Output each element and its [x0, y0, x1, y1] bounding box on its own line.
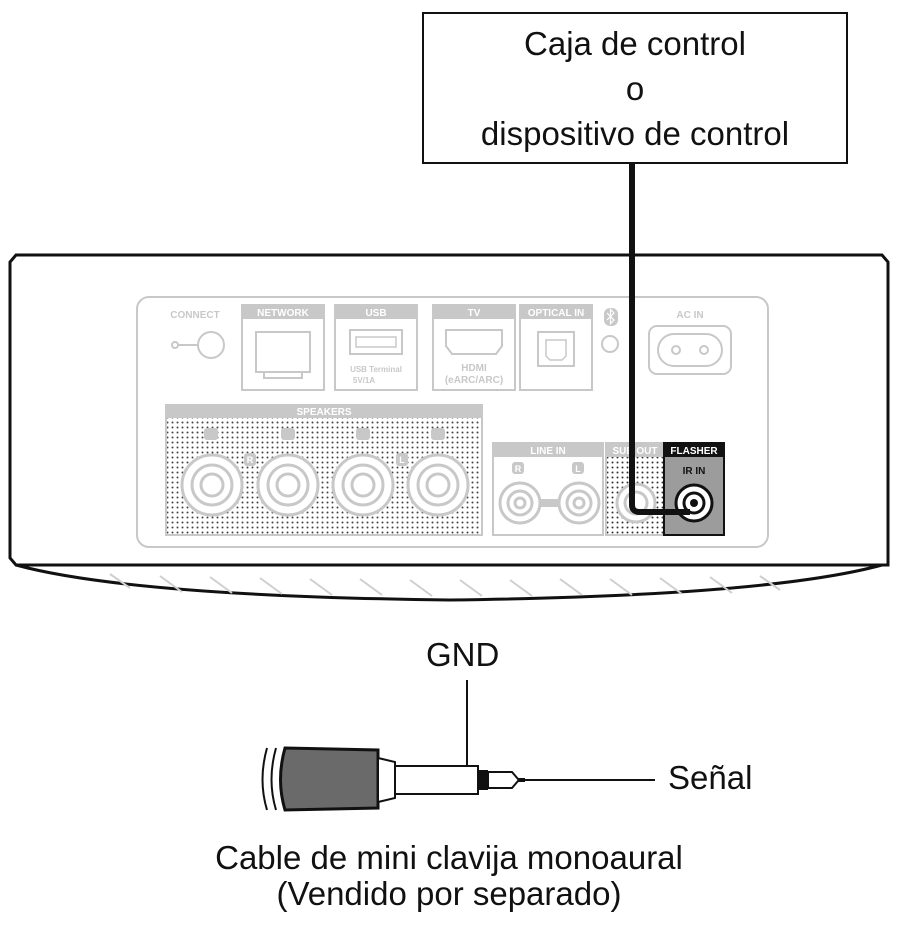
network-port: NETWORK [241, 304, 325, 391]
bluetooth-icon [601, 308, 619, 353]
cable-caption-line2: (Vendido por separado) [276, 875, 622, 912]
line-in-ports: LINE IN R L [492, 442, 604, 536]
ir-in-port: FLASHER IR IN [663, 442, 725, 536]
ac-in-port: AC IN [648, 310, 732, 375]
flasher-label: FLASHER [670, 446, 718, 457]
rear-panel [136, 296, 769, 548]
usb-label: USB [365, 308, 386, 319]
speaker-l-label: L [399, 455, 405, 465]
connect-button: CONNECT [170, 310, 225, 359]
connect-label: CONNECT [170, 310, 219, 321]
hdmi-port: TV HDMI (eARC/ARC) [432, 304, 516, 391]
usb-rating-label: 5V/1A [353, 376, 375, 385]
mini-plug [261, 680, 655, 812]
line-in-l-label: L [575, 464, 581, 474]
gnd-label: GND [426, 636, 500, 673]
hdmi-label: HDMI [461, 363, 487, 374]
speaker-r-label: R [247, 455, 254, 465]
network-label: NETWORK [257, 308, 309, 319]
optical-port: OPTICAL IN [519, 304, 593, 391]
control-box-line1: Caja de control [524, 24, 746, 62]
usb-terminal-label: USB Terminal [350, 365, 402, 374]
control-device-box: Caja de control o dispositivo de control [422, 12, 848, 164]
signal-label: Señal [668, 759, 753, 796]
ir-in-label: IR IN [683, 466, 706, 477]
tv-label: TV [468, 308, 481, 319]
ac-in-label: AC IN [676, 310, 703, 321]
control-cable [629, 164, 690, 515]
cable-caption-line1: Cable de mini clavija monoaural [215, 839, 683, 876]
usb-port: USB USB Terminal 5V/1A [334, 304, 418, 391]
optical-label: OPTICAL IN [528, 308, 584, 319]
speakers-terminals: SPEAKERS R L [165, 404, 483, 536]
control-box-line3: dispositivo de control [480, 114, 790, 152]
hdmi-sub-label: (eARC/ARC) [445, 375, 503, 386]
speakers-label: SPEAKERS [296, 407, 351, 418]
control-box-line2: o [625, 69, 645, 107]
line-in-r-label: R [515, 464, 522, 474]
line-in-label: LINE IN [530, 446, 566, 457]
